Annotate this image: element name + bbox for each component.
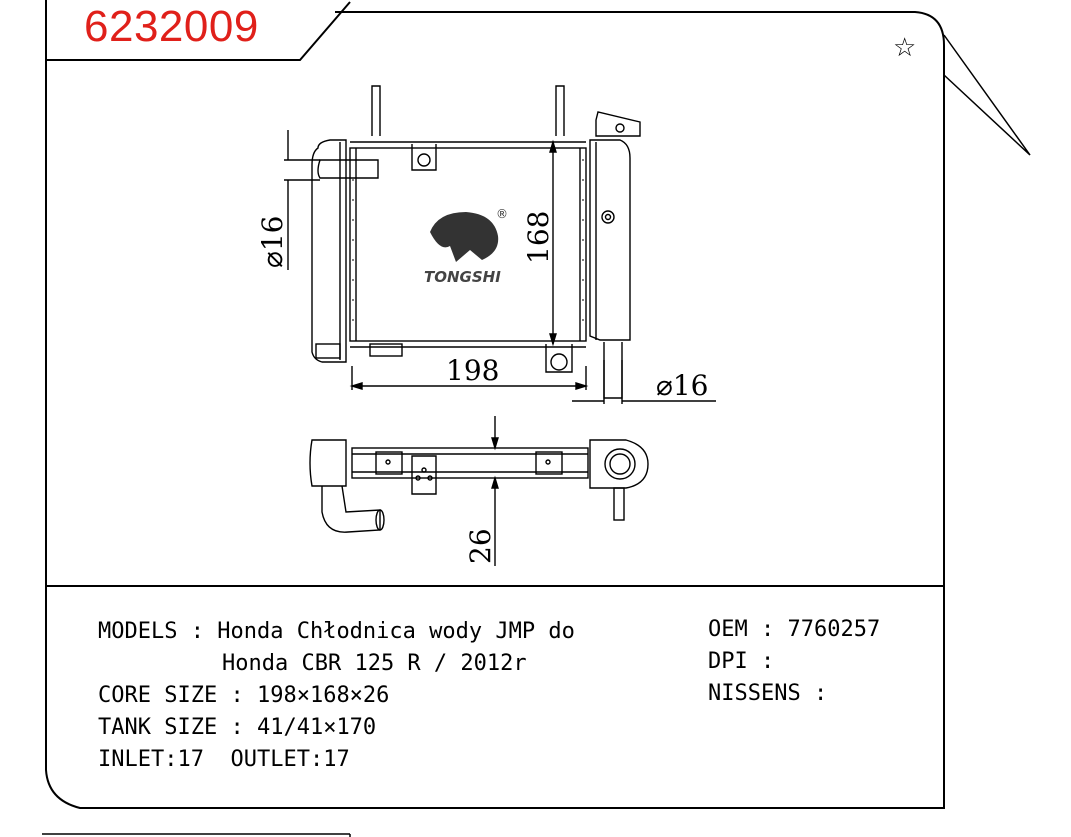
spec-models-line1: MODELS : Honda Chłodnica wody JMP do xyxy=(98,619,575,644)
core-size-label: CORE SIZE xyxy=(98,683,218,708)
right-tank xyxy=(589,139,631,341)
spec-oem: OEM : 7760257 xyxy=(708,617,881,642)
oem-value: 7760257 xyxy=(787,617,881,642)
mount-bracket-right xyxy=(555,85,565,136)
outlet-label: OUTLET: xyxy=(230,747,324,772)
models-value-line1: Honda Chłodnica wody JMP do xyxy=(217,619,575,644)
core-size-value: 198×168×26 xyxy=(256,683,390,708)
bottom-view-left-tank xyxy=(309,439,347,487)
registered-mark: ® xyxy=(496,207,508,221)
models-label: MODELS xyxy=(98,619,178,644)
spec-core-size: CORE SIZE : 198×168×26 xyxy=(98,683,390,708)
mount-bracket-left xyxy=(371,85,381,136)
spec-nissens: NISSENS : xyxy=(708,681,841,706)
star-outline-icon[interactable]: ☆ xyxy=(893,33,917,63)
outlet-value: 17 xyxy=(323,747,350,772)
filler-cap xyxy=(595,111,641,137)
part-number: 6232009 xyxy=(84,2,259,51)
inlet-label: INLET: xyxy=(98,747,178,772)
tank-size-label: TANK SIZE xyxy=(98,715,218,740)
spec-models-line2: Honda CBR 125 R / 2012r xyxy=(222,652,527,676)
tongshi-logo xyxy=(430,212,499,262)
bottom-view-core xyxy=(351,447,589,479)
spec-inlet-outlet: INLET:17 OUTLET:17 xyxy=(98,748,350,772)
bottom-view-elbow xyxy=(321,485,381,533)
tank-size-value: 41/41×170 xyxy=(256,715,377,740)
models-value-line2: Honda CBR 125 R / 2012r xyxy=(222,651,527,676)
logo-text: TONGSHI xyxy=(424,268,501,286)
bottom-view-right-tank xyxy=(589,439,649,489)
spec-tank-size: TANK SIZE : 41/41×170 xyxy=(98,715,377,740)
dimension-height: 168 xyxy=(522,211,555,264)
dimension-inlet-diameter: ⌀16 xyxy=(256,216,289,269)
outlet-pipe xyxy=(603,342,623,399)
spec-dpi: DPI : xyxy=(708,649,788,674)
radiator-core xyxy=(349,147,587,342)
dimension-width: 198 xyxy=(446,354,499,387)
oem-label: OEM xyxy=(708,617,748,642)
inlet-value: 17 xyxy=(177,747,204,772)
dpi-label: DPI xyxy=(708,649,748,674)
nissens-label: NISSENS xyxy=(708,681,801,706)
inlet-pipe xyxy=(317,159,379,179)
dimension-thickness: 26 xyxy=(464,528,497,564)
left-tank xyxy=(311,139,347,363)
dimension-outlet-diameter: ⌀16 xyxy=(656,369,709,402)
